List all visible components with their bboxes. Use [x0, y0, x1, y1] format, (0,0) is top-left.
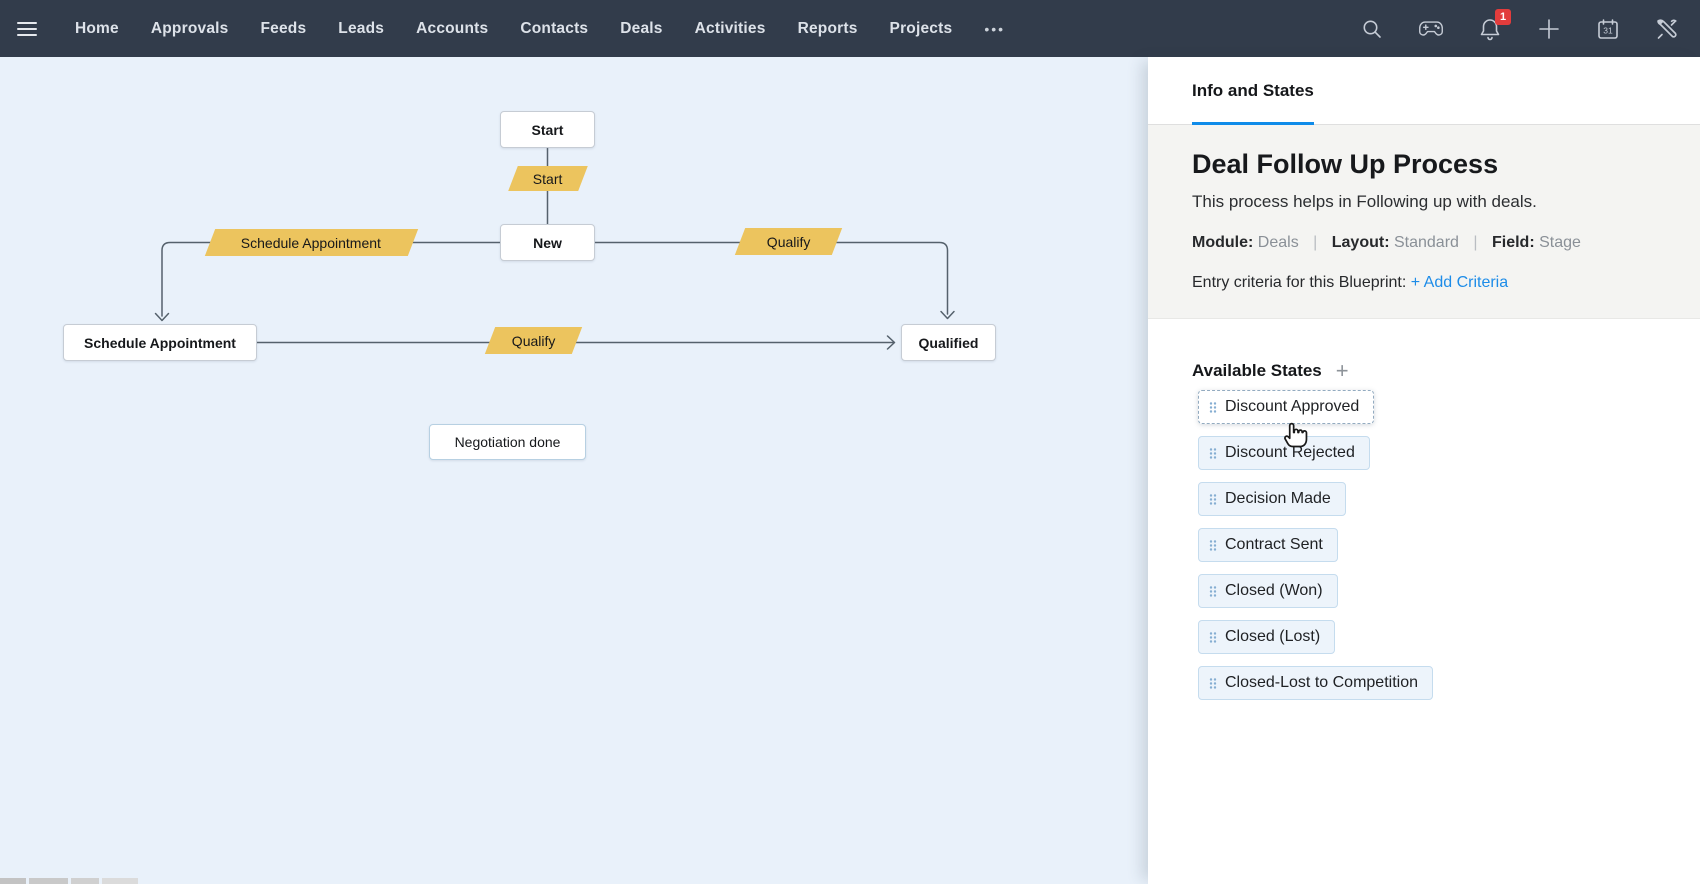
- module-label: Module:: [1192, 234, 1254, 251]
- add-criteria-link[interactable]: + Add Criteria: [1410, 274, 1509, 291]
- field-label: Field:: [1491, 234, 1535, 251]
- state-node-qualified[interactable]: Qualified: [901, 324, 996, 361]
- nav-item-leads[interactable]: Leads: [338, 19, 385, 37]
- state-item-label: Decision Made: [1225, 490, 1331, 507]
- layout-label: Layout:: [1331, 234, 1390, 251]
- nav-right: 1 31: [1359, 8, 1680, 42]
- transition-label: Qualify: [766, 233, 811, 250]
- state-item-decision-made[interactable]: Decision Made: [1198, 482, 1346, 516]
- state-item-contract-sent[interactable]: Contract Sent: [1198, 528, 1338, 562]
- gamepad-icon[interactable]: [1418, 16, 1444, 42]
- state-item-label: Closed (Lost): [1225, 628, 1321, 645]
- nav-item-projects[interactable]: Projects: [889, 19, 953, 37]
- nav-item-home[interactable]: Home: [75, 19, 119, 37]
- module-value-text: Deals: [1257, 234, 1299, 251]
- transition-qualify-mid[interactable]: Qualify: [484, 327, 583, 354]
- state-node-new[interactable]: New: [500, 224, 595, 261]
- process-info-section: Deal Follow Up Process This process help…: [1148, 125, 1700, 319]
- process-title: Deal Follow Up Process: [1192, 149, 1499, 179]
- state-item-label: Closed (Won): [1225, 582, 1323, 599]
- state-item-closed-lost[interactable]: Closed (Lost): [1198, 620, 1336, 654]
- process-description: This process helps in Following up with …: [1192, 192, 1537, 211]
- transition-qualify-top[interactable]: Qualify: [734, 228, 843, 255]
- state-node-label: Start: [531, 121, 564, 138]
- entry-criteria-label: Entry criteria for this Blueprint:: [1192, 274, 1407, 291]
- process-meta: Module: Deals | Layout: Standard | Field…: [1192, 234, 1660, 252]
- state-item-label: Closed-Lost to Competition: [1225, 674, 1418, 691]
- nav-item-accounts[interactable]: Accounts: [416, 19, 489, 37]
- available-states-header: Available States +: [1192, 358, 1660, 383]
- entry-criteria-row: Entry criteria for this Blueprint: + Add…: [1192, 274, 1660, 292]
- drag-handle-icon[interactable]: [1209, 677, 1217, 690]
- info-states-panel: Info and States Deal Follow Up Process T…: [1148, 57, 1700, 884]
- state-item-closed-lost-to-competition[interactable]: Closed-Lost to Competition: [1198, 666, 1433, 700]
- transition-label: Schedule Appointment: [241, 234, 382, 251]
- nav-item-approvals[interactable]: Approvals: [150, 19, 229, 37]
- tab-info-and-states[interactable]: Info and States: [1192, 57, 1314, 125]
- bell-icon[interactable]: 1: [1477, 8, 1511, 42]
- nav-item-feeds[interactable]: Feeds: [260, 19, 307, 37]
- transition-label: Start: [533, 170, 563, 187]
- state-node-negotiation-done[interactable]: Negotiation done: [429, 424, 586, 460]
- state-item-discount-rejected[interactable]: Discount Rejected: [1198, 436, 1370, 470]
- state-item-label: Discount Approved: [1225, 398, 1360, 415]
- search-icon[interactable]: [1359, 16, 1385, 42]
- drag-handle-icon[interactable]: [1209, 631, 1217, 644]
- meta-separator: |: [1473, 234, 1478, 251]
- drag-handle-icon[interactable]: [1209, 493, 1217, 506]
- notification-badge: 1: [1495, 8, 1511, 25]
- state-node-label: New: [533, 234, 562, 251]
- state-item-closed-won[interactable]: Closed (Won): [1198, 574, 1338, 608]
- state-node-start[interactable]: Start: [500, 111, 595, 148]
- nav-left: Home Approvals Feeds Leads Accounts Cont…: [17, 20, 1005, 38]
- active-tab-underline: [1192, 122, 1314, 125]
- panel-tabbar: Info and States: [1148, 57, 1700, 125]
- nav-item-deals[interactable]: Deals: [620, 19, 663, 37]
- calendar-icon[interactable]: 31: [1595, 16, 1621, 42]
- available-states-title: Available States: [1192, 361, 1322, 380]
- drag-handle-icon[interactable]: [1209, 447, 1217, 460]
- drag-handle-icon[interactable]: [1209, 539, 1217, 552]
- transition-start[interactable]: Start: [508, 166, 588, 191]
- nav-item-contacts[interactable]: Contacts: [520, 19, 589, 37]
- add-state-icon[interactable]: +: [1335, 358, 1349, 383]
- blueprint-canvas[interactable]: Start Start New Schedule Appointment Qua…: [0, 57, 1148, 884]
- transition-schedule-appointment[interactable]: Schedule Appointment: [204, 229, 419, 256]
- field-value-text: Stage: [1539, 234, 1581, 251]
- drag-handle-icon[interactable]: [1209, 401, 1217, 414]
- tab-label: Info and States: [1192, 80, 1314, 100]
- horizontal-scrollbar[interactable]: [0, 878, 138, 884]
- available-states-list: Discount Approved Discount Rejected Deci…: [1192, 390, 1660, 700]
- state-item-label: Contract Sent: [1225, 536, 1323, 553]
- nav-item-reports[interactable]: Reports: [797, 19, 858, 37]
- flow-connectors: [154, 147, 955, 350]
- state-node-label: Qualified: [918, 334, 979, 351]
- available-states-section: Available States + Discount Approved Dis…: [1148, 319, 1700, 700]
- drag-handle-icon[interactable]: [1209, 585, 1217, 598]
- state-node-label: Schedule Appointment: [84, 334, 236, 351]
- tools-icon[interactable]: [1654, 16, 1680, 42]
- state-node-schedule-appointment[interactable]: Schedule Appointment: [63, 324, 257, 361]
- svg-text:31: 31: [1603, 25, 1613, 35]
- nav-item-activities[interactable]: Activities: [694, 19, 766, 37]
- state-item-label: Discount Rejected: [1225, 444, 1355, 461]
- layout-value-text: Standard: [1393, 234, 1459, 251]
- plus-icon[interactable]: [1536, 16, 1562, 42]
- state-node-label: Negotiation done: [454, 434, 561, 450]
- hamburger-icon[interactable]: [17, 21, 37, 36]
- top-nav: Home Approvals Feeds Leads Accounts Cont…: [0, 0, 1700, 57]
- meta-separator: |: [1313, 234, 1318, 251]
- state-item-discount-approved[interactable]: Discount Approved: [1198, 390, 1375, 424]
- nav-more-menu[interactable]: •••: [984, 20, 1006, 37]
- transition-label: Qualify: [511, 332, 556, 349]
